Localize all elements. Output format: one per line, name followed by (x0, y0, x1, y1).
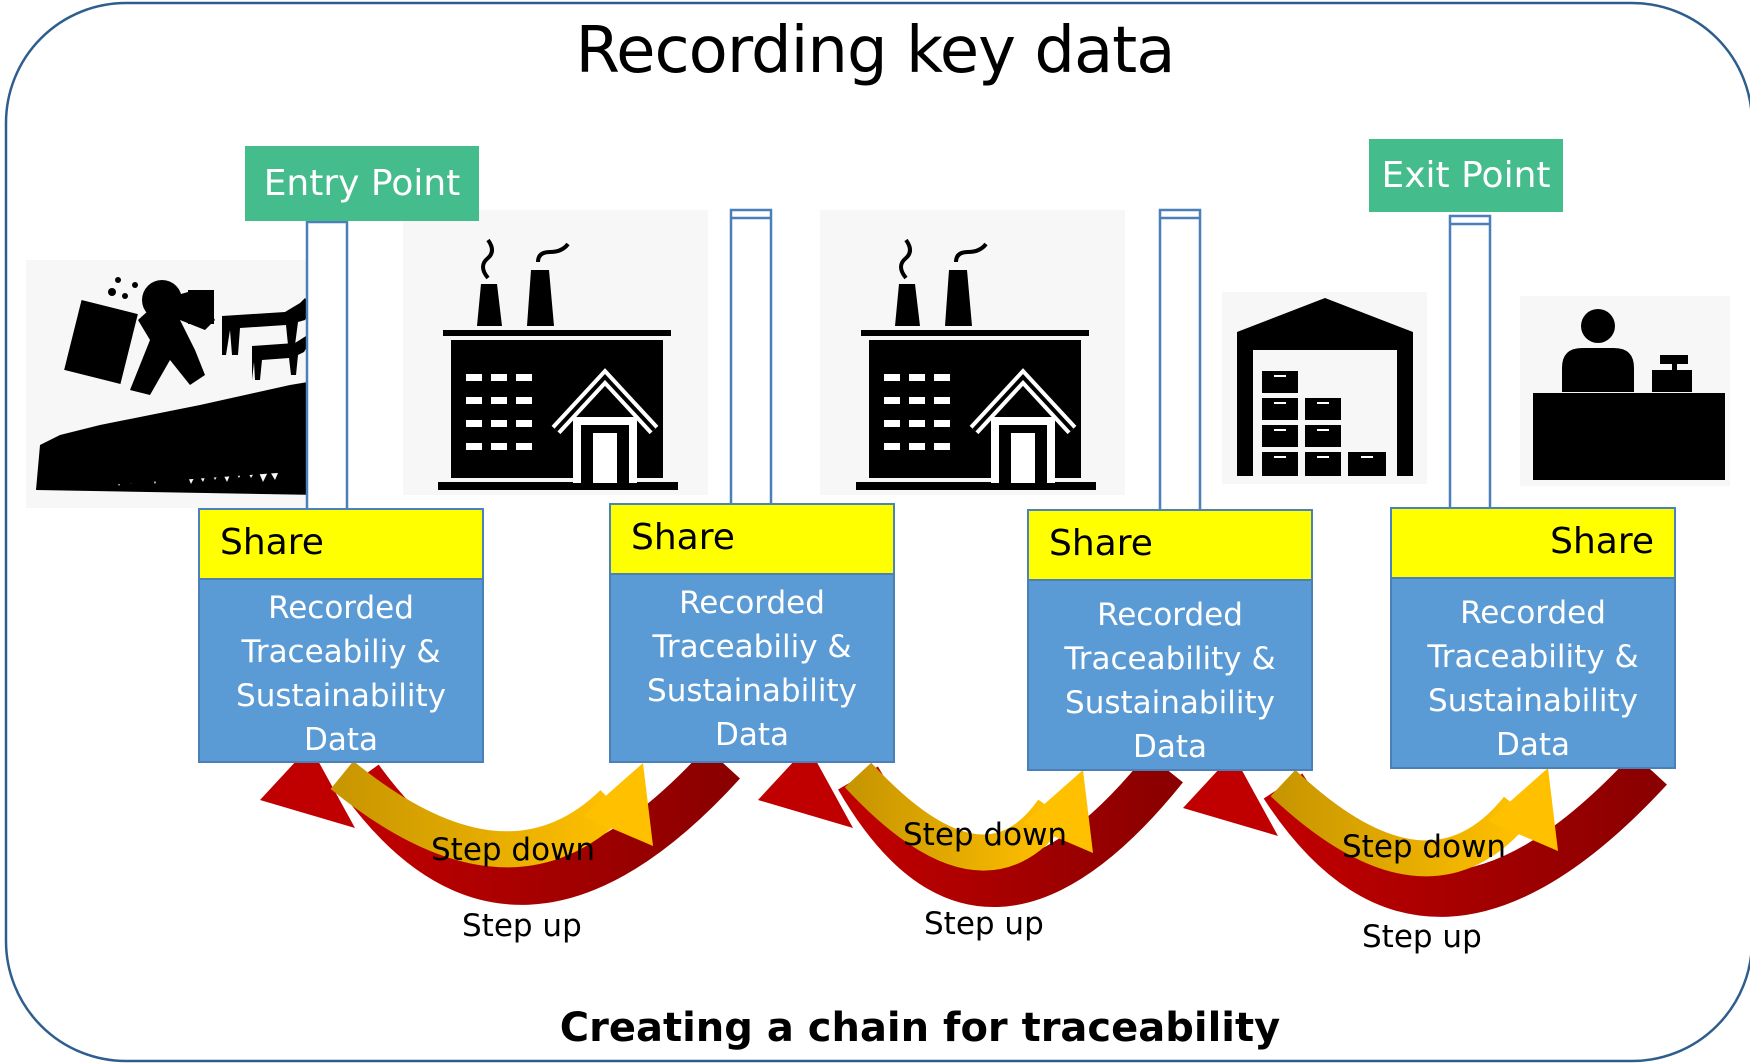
step-down-arrowhead (1488, 768, 1558, 851)
exit-point-label: Exit Point (1369, 139, 1563, 212)
step-up-label: Step up (462, 908, 582, 944)
record-line: Traceabiliy & (652, 629, 852, 665)
record-line: Traceabiliy & (241, 634, 441, 670)
recorded-data-box: Recorded Traceabiliy & Sustainability Da… (198, 578, 484, 763)
record-line: Data (714, 717, 790, 753)
page-title: Recording key data (575, 14, 1176, 88)
record-line: Data (1132, 729, 1208, 765)
factory-icon (438, 238, 678, 490)
warehouse-icon (1237, 298, 1413, 476)
share-box: Share (1390, 507, 1676, 579)
record-line: Recorded (268, 590, 414, 626)
step-up-arrowhead (260, 746, 355, 828)
record-line: Sustainability (1428, 683, 1638, 719)
step-up-label: Step up (1362, 919, 1482, 955)
record-line: Data (303, 722, 379, 758)
diagram-caption: Creating a chain for traceability (559, 1005, 1281, 1051)
record-line: Traceability & (1427, 639, 1639, 675)
step-down-label: Step down (1342, 829, 1507, 865)
step-up-label: Step up (924, 906, 1044, 942)
record-line: Traceability & (1064, 641, 1276, 677)
diagram-frame (4, 1, 1750, 1063)
factory-icon (856, 238, 1096, 490)
entry-point-label: Entry Point (245, 146, 479, 221)
record-line: Recorded (1097, 597, 1243, 633)
farmer-livestock-icon (36, 277, 320, 495)
step-down-arrowhead (1023, 770, 1093, 853)
record-line: Recorded (679, 585, 825, 621)
step-down-arrow (844, 762, 1068, 871)
recorded-data-box: Recorded Traceability & Sustainability D… (1027, 579, 1313, 771)
recorded-data-box: Recorded Traceabiliy & Sustainability Da… (609, 573, 895, 763)
step-down-arrowhead (583, 763, 653, 846)
record-line: Data (1495, 727, 1571, 763)
recorded-data-box: Recorded Traceability & Sustainability D… (1390, 577, 1676, 769)
step-down-arrow (330, 761, 626, 868)
record-line: Sustainability (647, 673, 857, 709)
step-down-label: Step down (903, 817, 1068, 853)
retail-counter-icon (1533, 309, 1725, 480)
step-down-arrow (1270, 769, 1533, 877)
step-up-arrowhead (758, 746, 853, 828)
share-box: Share (1027, 509, 1313, 581)
step-up-arrowhead (1183, 754, 1278, 836)
share-box: Share (609, 503, 895, 575)
record-line: Sustainability (1065, 685, 1275, 721)
step-down-label: Step down (431, 832, 596, 868)
share-box: Share (198, 508, 484, 580)
record-line: Recorded (1460, 595, 1606, 631)
record-line: Sustainability (236, 678, 446, 714)
